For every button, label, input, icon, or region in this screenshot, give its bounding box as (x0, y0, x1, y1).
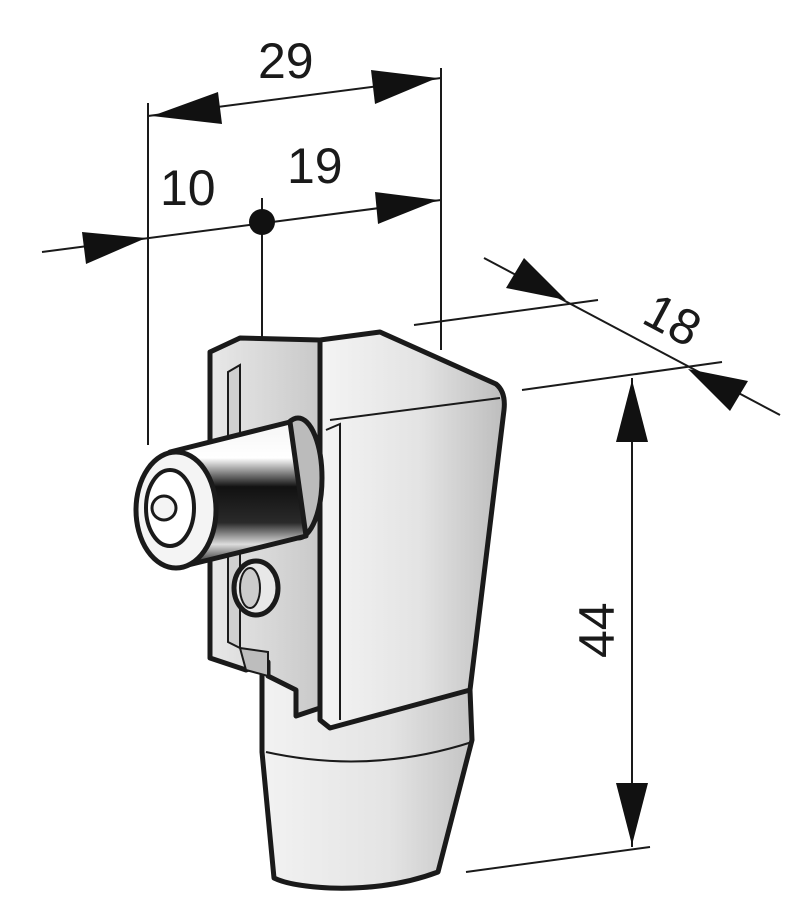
connector-body (133, 329, 507, 891)
extension-line-depth-top (413, 299, 599, 326)
arrow-19 (375, 192, 438, 224)
screw-slot (239, 567, 261, 609)
pin-center (150, 494, 178, 522)
dimension-10-19: 10 19 (41, 138, 442, 392)
housing-top-edge (329, 397, 501, 421)
dimension-29: 29 (147, 33, 442, 445)
extension-line-depth-bottom (521, 361, 723, 391)
arrow-18-bottom (688, 369, 748, 411)
dimension-label-19: 19 (287, 138, 343, 194)
arrow-44-top (616, 380, 648, 442)
dimension-label-10: 10 (160, 160, 216, 216)
extension-line-height-bottom (465, 846, 651, 873)
dimension-44: 44 (465, 378, 651, 873)
arrow-18-top (506, 258, 566, 300)
cable-sleeve (259, 665, 475, 891)
housing-foot (238, 646, 269, 678)
arrow-44-bottom (616, 783, 648, 845)
housing-body (317, 329, 507, 731)
sleeve-ring-line (265, 741, 473, 763)
dimension-label-18: 18 (635, 282, 710, 358)
arrow-10 (82, 232, 146, 264)
dimension-label-29: 29 (258, 33, 314, 89)
housing-front-edge (325, 422, 341, 720)
pin-axis-dot (249, 209, 275, 235)
dimension-label-44: 44 (569, 602, 625, 658)
arrow-29-right (371, 70, 437, 104)
arrow-29-left (152, 92, 222, 124)
